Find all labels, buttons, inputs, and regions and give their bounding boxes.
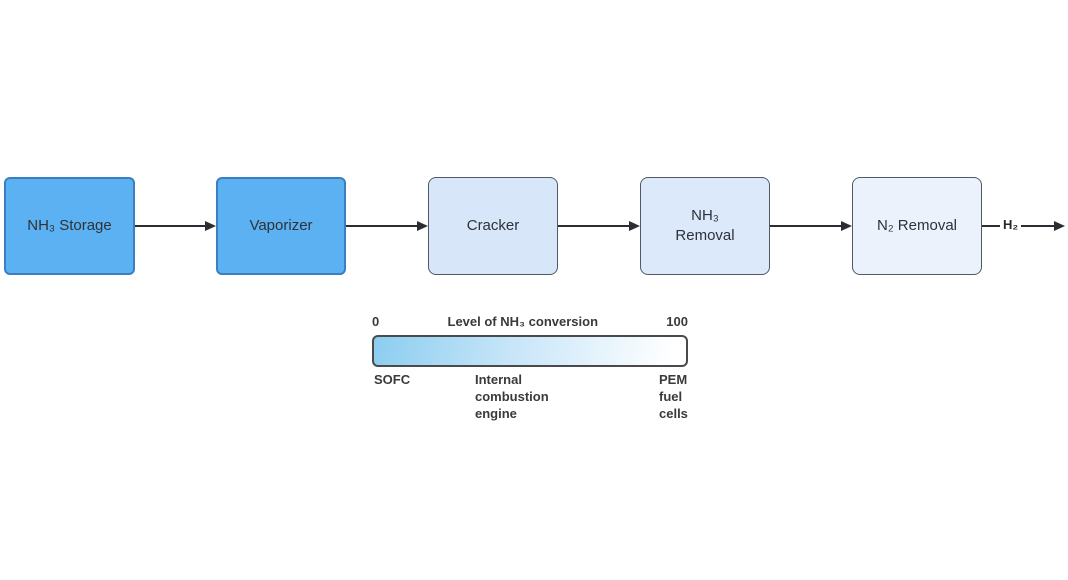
conversion-scale-header: 0 Level of NH₃ conversion 100: [372, 314, 688, 330]
arrow-vaporizer-to-cracker: [346, 220, 428, 231]
box-vaporizer: Vaporizer: [216, 177, 346, 275]
arrow-h2-output: H₂: [982, 217, 1065, 233]
box-nh3-removal-label: NH₃ Removal: [675, 207, 735, 244]
box-cracker-label: Cracker: [466, 217, 520, 235]
conversion-gradient-bar: [372, 335, 688, 367]
arrow-nh3-removal-to-n2-removal: [770, 220, 852, 231]
arrow-cracker-to-nh3-removal: [558, 220, 640, 231]
box-cracker: Cracker: [428, 177, 558, 275]
scale-min-label: 0: [372, 314, 380, 329]
box-nh3-storage-label: NH₃ Storage: [27, 217, 112, 235]
conversion-scale: 0 Level of NH₃ conversion 100 SOFC Inter…: [372, 314, 688, 425]
label-sofc: SOFC: [374, 372, 411, 387]
arrow-storage-to-vaporizer: [135, 220, 216, 231]
scale-max-label: 100: [666, 314, 688, 329]
scale-title: Level of NH₃ conversion: [447, 314, 599, 329]
box-nh3-removal: NH₃ Removal: [640, 177, 770, 275]
box-vaporizer-label: Vaporizer: [249, 217, 313, 235]
box-nh3-storage: NH₃ Storage: [4, 177, 135, 275]
label-internal-combustion-engine: Internal combustion engine: [475, 372, 549, 421]
box-n2-removal-label: N₂ Removal: [876, 217, 957, 235]
conversion-scale-labels: SOFC Internal combustion engine PEM fuel…: [372, 371, 688, 425]
box-n2-removal: N₂ Removal: [852, 177, 982, 275]
label-pem-fuel-cells: PEM fuel cells: [659, 372, 688, 421]
h2-output-label: H₂: [1000, 217, 1022, 233]
